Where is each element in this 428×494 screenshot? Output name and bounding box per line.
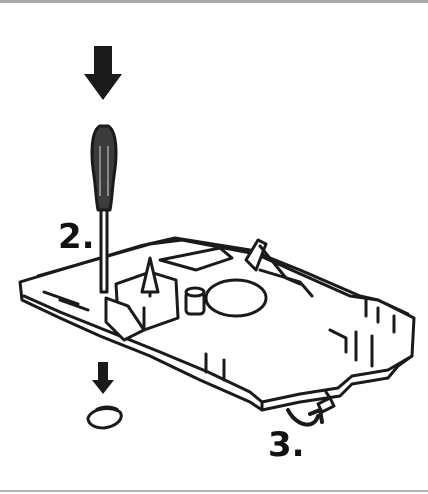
cap-piece	[86, 405, 123, 430]
spool-disk	[204, 278, 268, 318]
tray-rim	[36, 238, 410, 316]
top-divider	[0, 0, 428, 3]
screwdriver-icon	[90, 124, 118, 294]
screwdriver-handle	[90, 124, 118, 212]
step-2-label: 2.	[58, 217, 95, 257]
cone-spike	[140, 256, 160, 294]
front-wedge	[104, 296, 146, 342]
screwdriver-shaft	[99, 208, 109, 294]
arrow-down-icon	[92, 362, 114, 394]
curved-arrow-icon	[286, 408, 324, 427]
bottom-divider	[0, 490, 428, 492]
arrow-down-icon	[84, 46, 122, 100]
tray-front-wall	[22, 294, 264, 404]
step-3-label: 3.	[268, 425, 305, 465]
